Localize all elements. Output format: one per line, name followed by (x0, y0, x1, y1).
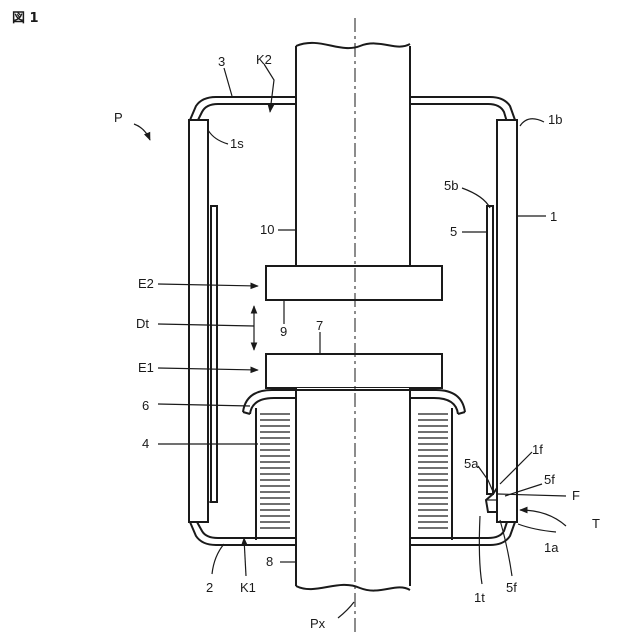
label-E2: E2 (138, 276, 154, 291)
bellows-right (410, 408, 452, 540)
label-4: 4 (142, 436, 149, 451)
label-E1: E1 (138, 360, 154, 375)
label-1b: 1b (548, 112, 562, 127)
insulating-cylinder-right-wall (497, 120, 517, 522)
label-10: 10 (260, 222, 274, 237)
bottom-end-plate (190, 522, 296, 545)
label-K2: K2 (256, 52, 272, 67)
insulating-cylinder-left-wall (189, 120, 208, 522)
label-8: 8 (266, 554, 273, 569)
label-F: F (572, 488, 580, 503)
arc-shield-right (487, 206, 493, 494)
label-3: 3 (218, 54, 225, 69)
lower-rod (296, 388, 410, 588)
label-T: T (592, 516, 600, 531)
figure-title: 図 1 (12, 11, 39, 26)
shield-flange-5f (486, 494, 497, 512)
label-2: 2 (206, 580, 213, 595)
label-5a: 5a (464, 456, 479, 471)
label-Px: Px (310, 616, 326, 631)
label-Dt: Dt (136, 316, 149, 331)
label-K1: K1 (240, 580, 256, 595)
label-5f-bottom: 5f (506, 580, 517, 595)
label-1t: 1t (474, 590, 485, 605)
lower-electrode (266, 354, 442, 388)
upper-electrode (266, 266, 442, 300)
label-1: 1 (550, 209, 557, 224)
arc-shield-left (211, 206, 217, 502)
label-1f: 1f (532, 442, 543, 457)
label-1a: 1a (544, 540, 559, 555)
bellows-left (256, 408, 296, 540)
label-9: 9 (280, 324, 287, 339)
label-P: P (114, 110, 123, 125)
label-5f-top: 5f (544, 472, 555, 487)
label-1s: 1s (230, 136, 244, 151)
label-7: 7 (316, 318, 323, 333)
label-6: 6 (142, 398, 149, 413)
label-5: 5 (450, 224, 457, 239)
upper-rod (296, 38, 410, 270)
label-5b: 5b (444, 178, 458, 193)
